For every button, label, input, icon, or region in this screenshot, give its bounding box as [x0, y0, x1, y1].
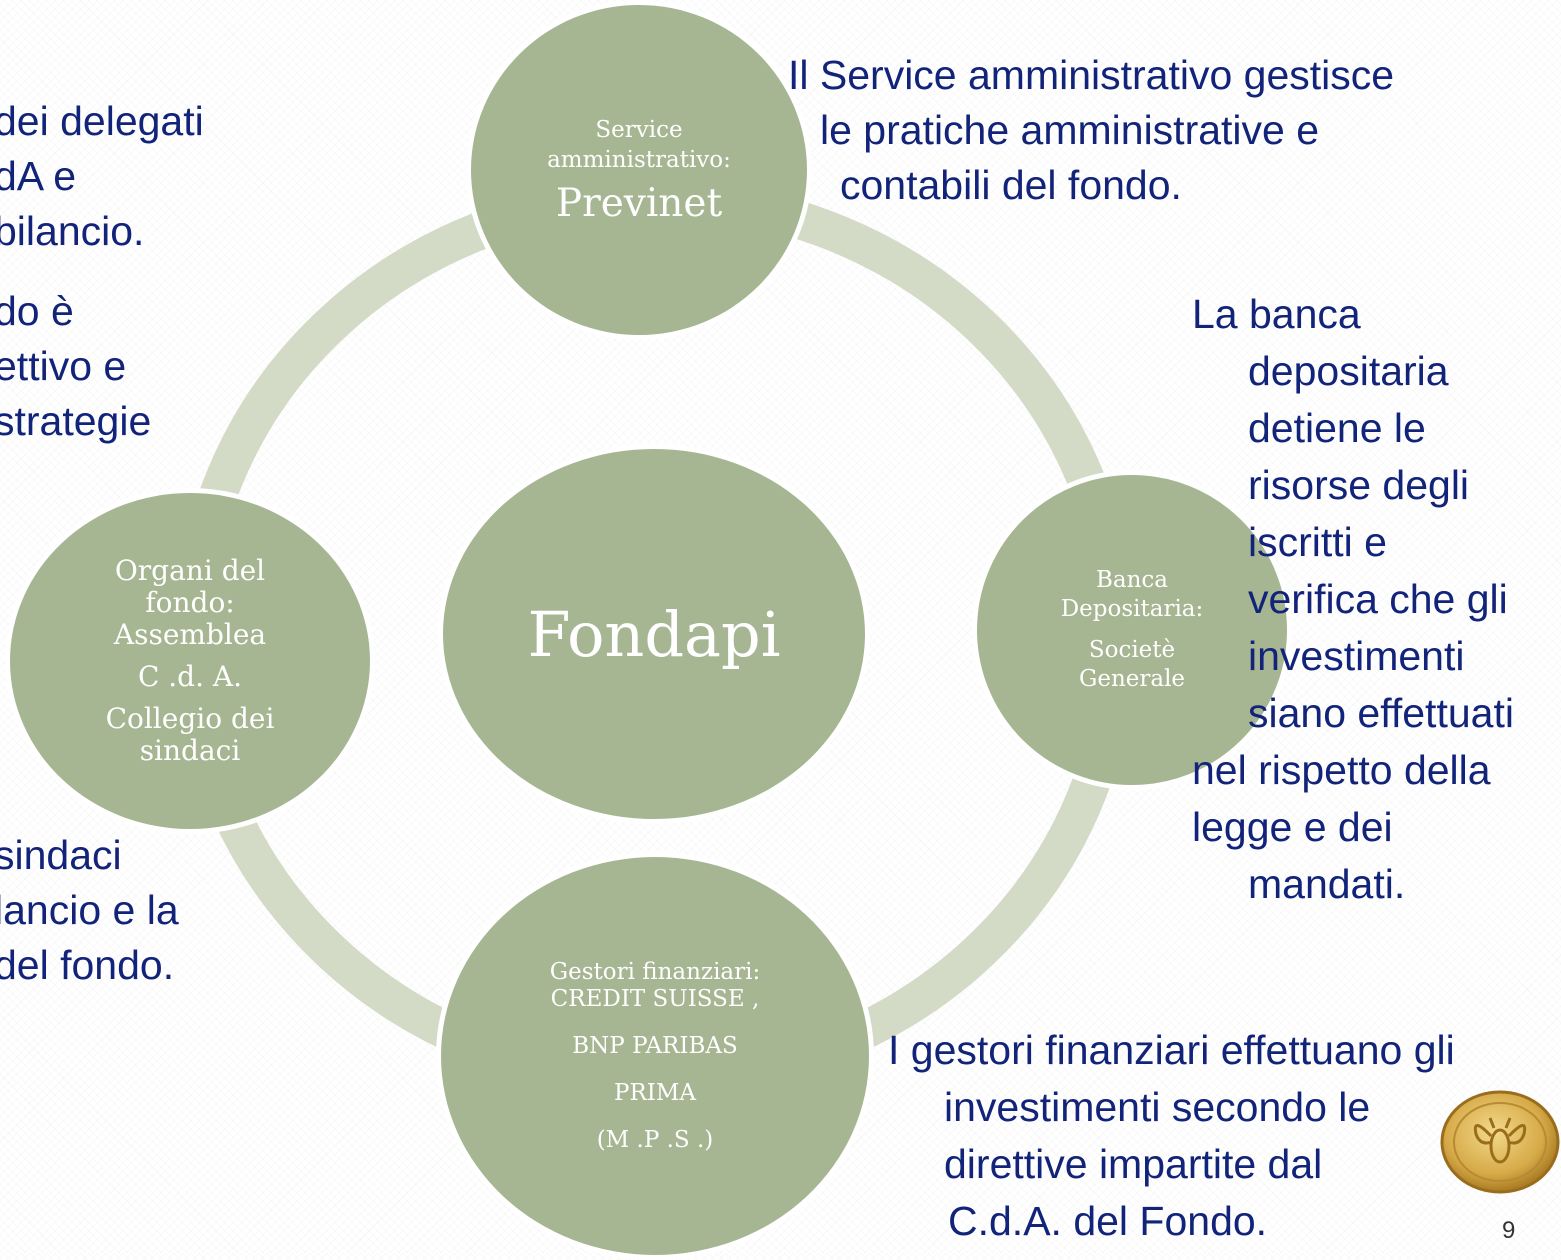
node-right-line2: Depositaria:: [1060, 596, 1204, 622]
text-top-line2: le pratiche amministrative e: [820, 107, 1320, 153]
text-right-line6: verifica che gli: [1248, 576, 1508, 622]
text-left-top-line2: dA e: [0, 153, 77, 199]
text-left-top-line1: dei delegati: [0, 98, 204, 144]
node-bottom-line2: CREDIT SUISSE ,: [550, 985, 760, 1012]
text-right-line10: legge e dei: [1192, 804, 1393, 850]
node-left-line5: Collegio dei: [105, 702, 275, 735]
text-left-mid-line3: strategie: [0, 398, 152, 444]
text-right-line9: nel rispetto della: [1192, 747, 1491, 793]
text-right-line2: depositaria: [1248, 348, 1449, 394]
node-left-line1: Organi del: [114, 554, 266, 587]
text-right-line5: iscritti e: [1248, 519, 1387, 565]
node-right-line4: Generale: [1078, 666, 1186, 692]
node-right-line3: Societè: [1088, 637, 1176, 663]
text-left-bottom-fragment: sindaci lancio e la del fondo.: [0, 828, 179, 993]
text-right-line1: La banca: [1192, 291, 1361, 337]
text-bottom-line4: C.d.A. del Fondo.: [948, 1198, 1268, 1244]
node-left-line2: fondo:: [145, 586, 235, 619]
text-bottom-line3: direttive impartite dal: [944, 1141, 1323, 1187]
text-left-mid-line2: ettivo e: [0, 343, 127, 389]
text-service-description: Il Service amministrativo gestisce le pr…: [788, 48, 1394, 213]
text-bottom-line2: investimenti secondo le: [944, 1084, 1371, 1130]
text-right-line4: risorse degli: [1248, 462, 1470, 508]
node-bottom-line3: BNP PARIBAS: [572, 1032, 738, 1059]
text-left-mid-fragment: do è ettivo e strategie: [0, 284, 151, 449]
text-top-line3: contabili del fondo.: [840, 162, 1182, 208]
node-left-line6: sindaci: [139, 734, 241, 767]
text-top-line1: Il Service amministrativo gestisce: [788, 52, 1395, 98]
page-number: 9: [1502, 1217, 1516, 1244]
node-bottom-line1: Gestori finanziari:: [549, 958, 761, 985]
node-top-line2: amministrativo:: [547, 146, 731, 173]
node-right-line1: Banca: [1095, 567, 1169, 593]
node-gestori-finanziari: Gestori finanziari: CREDIT SUISSE , BNP …: [436, 852, 874, 1260]
text-gestori-description: I gestori finanziari effettuano gli inve…: [888, 1022, 1455, 1250]
text-left-mid-line1: do è: [0, 288, 74, 334]
text-banca-description: La banca depositaria detiene le risorse …: [1192, 286, 1514, 913]
node-fondapi-center: Fondapi: [438, 444, 870, 824]
node-left-line3: Assemblea: [113, 618, 267, 651]
text-right-line7: investimenti: [1248, 633, 1465, 679]
center-title: Fondapi: [527, 597, 781, 671]
text-left-bottom-line3: del fondo.: [0, 942, 175, 988]
text-left-bottom-line2: lancio e la: [0, 887, 179, 933]
node-left-line4: C .d. A.: [137, 660, 243, 693]
text-right-line3: detiene le: [1248, 405, 1426, 451]
text-left-bottom-line1: sindaci: [0, 832, 122, 878]
node-service-amministrativo: Service amministrativo: Previnet: [466, 0, 812, 340]
node-top-line1: Service: [595, 116, 683, 143]
text-right-line8: siano effettuati: [1248, 690, 1514, 736]
text-left-top-line3: bilancio.: [0, 208, 145, 254]
bee-coin-logo-icon: [1440, 1090, 1560, 1194]
node-bottom-line4: PRIMA: [613, 1079, 697, 1106]
node-organi-del-fondo: Organi del fondo: Assemblea C .d. A. Col…: [5, 488, 375, 834]
node-bottom-line5: (M .P .S .): [596, 1126, 714, 1153]
node-banca-depositaria: Banca Depositaria: Societè Generale: [972, 470, 1292, 790]
text-left-top-fragment: dei delegati dA e bilancio.: [0, 94, 204, 259]
node-top-line3: Previnet: [555, 180, 723, 226]
text-right-line11: mandati.: [1248, 861, 1406, 907]
text-bottom-line1: I gestori finanziari effettuano gli: [888, 1027, 1455, 1073]
